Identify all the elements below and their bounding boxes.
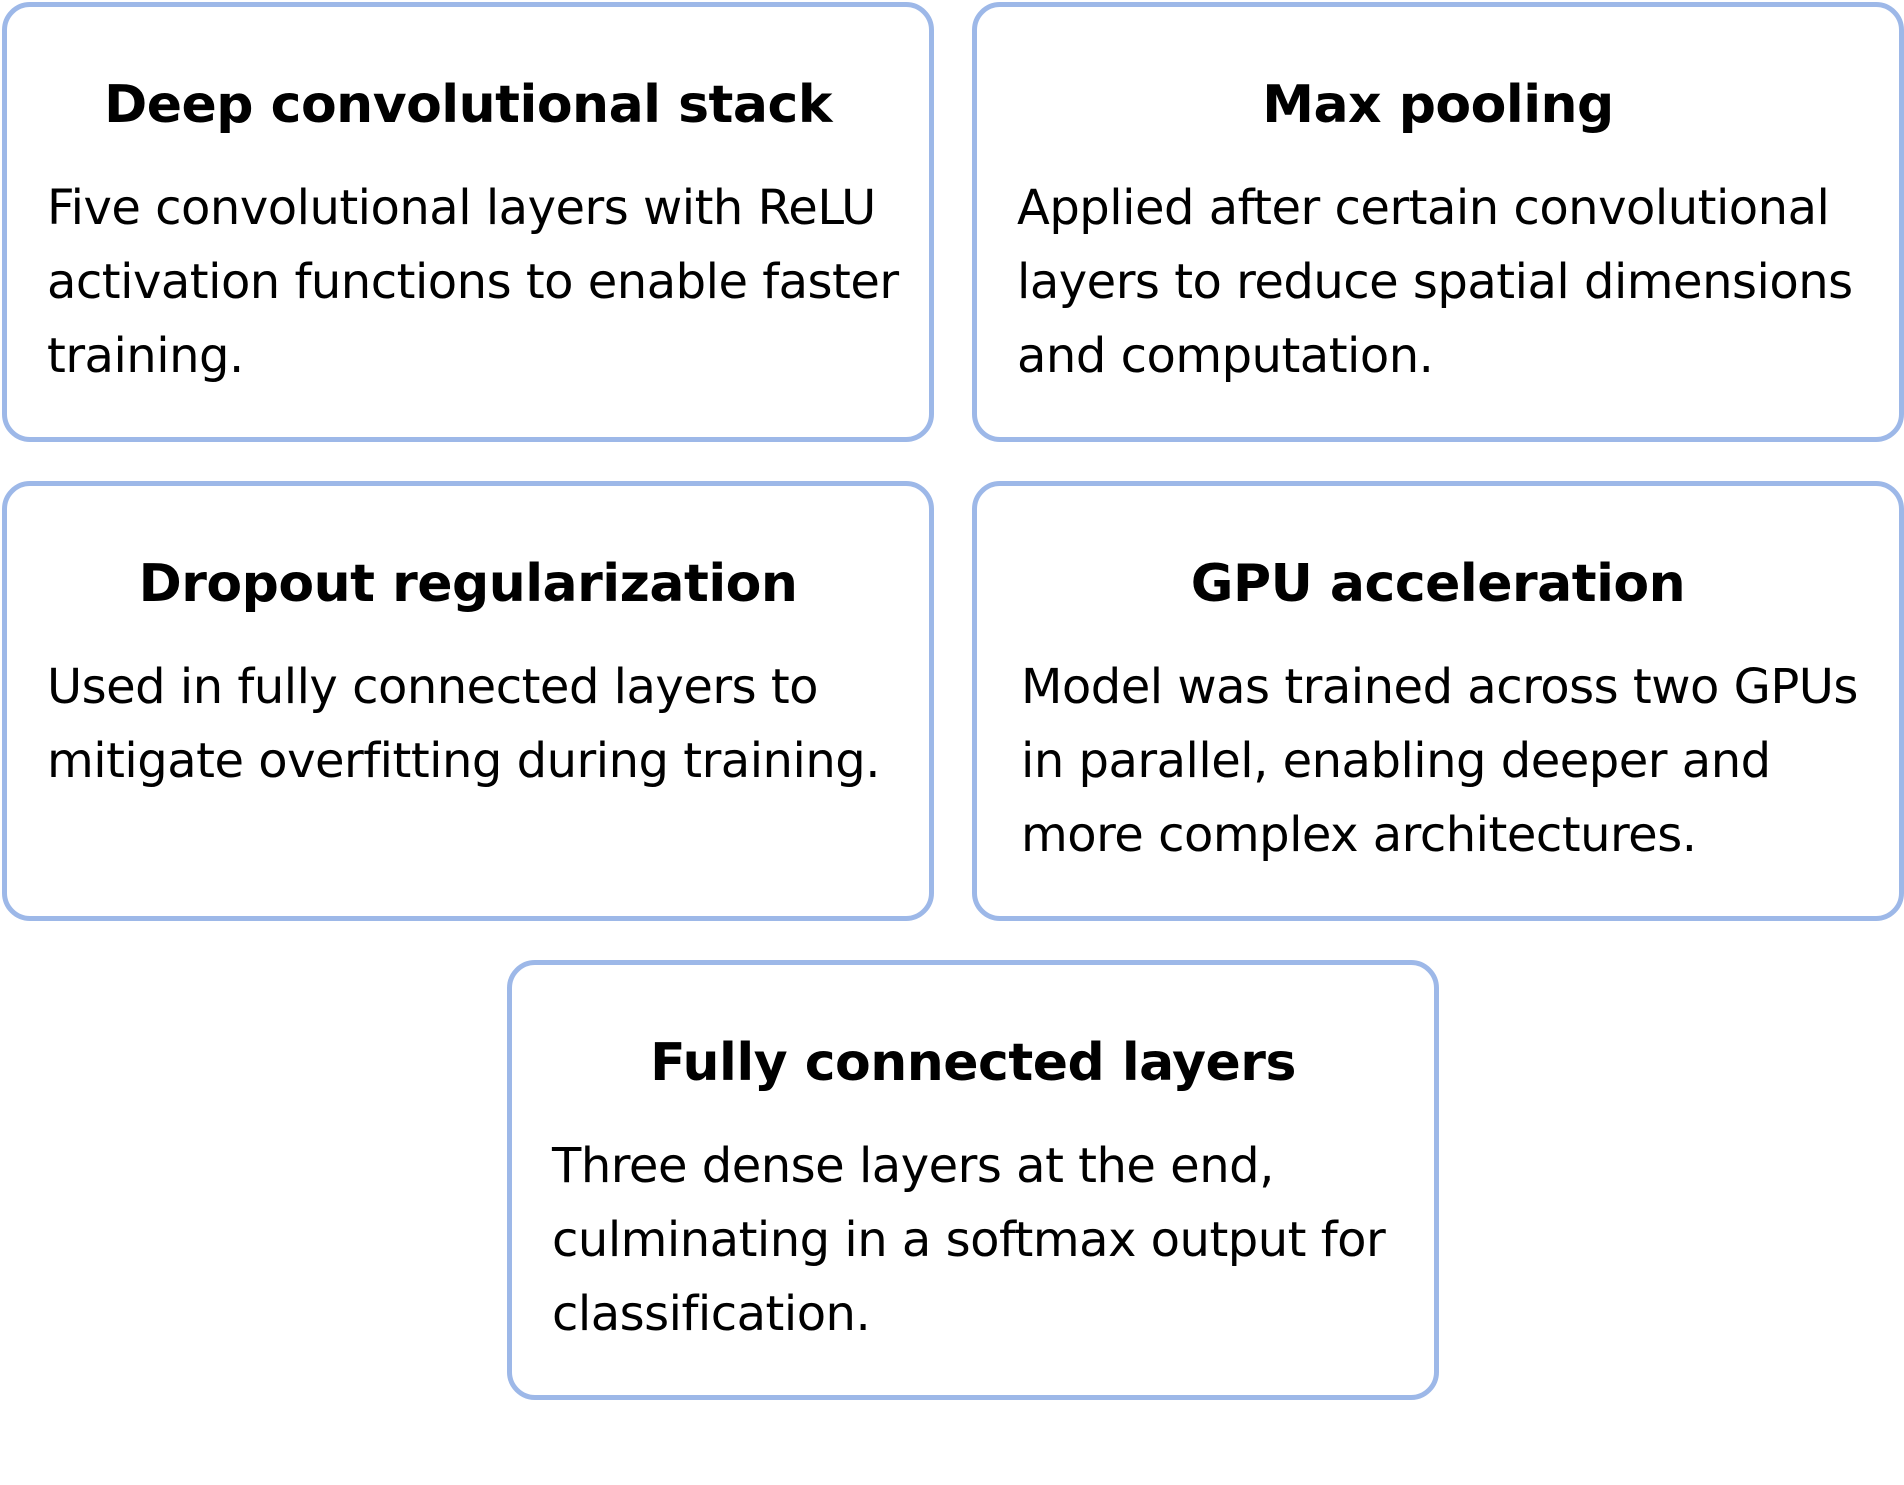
card-max-pooling: Max pooling Applied after certain convol… (972, 2, 1904, 442)
card-title: Dropout regularization (138, 554, 798, 614)
card-description: Model was trained across two GPUs in par… (1021, 659, 1858, 863)
card-deep-convolutional-stack: Deep convolutional stack Five convolutio… (2, 2, 934, 442)
card-fully-connected-layers: Fully connected layers Three dense layer… (507, 960, 1439, 1400)
card-title: GPU acceleration (1190, 554, 1686, 614)
card-title: Max pooling (1262, 75, 1614, 135)
card-title: Deep convolutional stack (104, 75, 832, 135)
card-gpu-acceleration: GPU acceleration Model was trained acros… (972, 481, 1904, 921)
card-title: Fully connected layers (650, 1033, 1296, 1093)
card-description: Used in fully connected layers to mitiga… (47, 659, 880, 789)
card-description: Five convolutional layers with ReLU acti… (47, 180, 899, 384)
card-description: Applied after certain convolutional laye… (1017, 180, 1853, 384)
card-description: Three dense layers at the end, culminati… (552, 1138, 1386, 1342)
card-dropout-regularization: Dropout regularization Used in fully con… (2, 481, 934, 921)
